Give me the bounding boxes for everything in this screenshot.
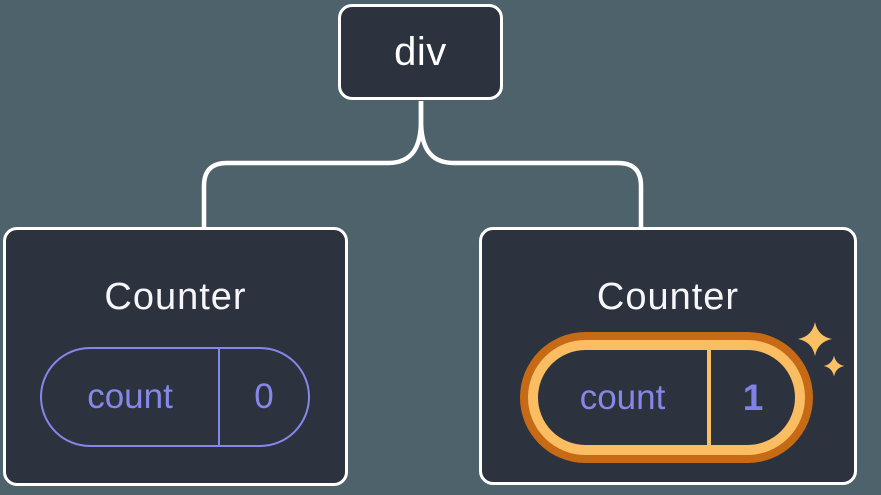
pill-divider	[707, 350, 711, 445]
state-value: 0	[254, 377, 274, 416]
state-key-label: count	[87, 377, 173, 416]
component-title: Counter	[596, 276, 740, 318]
state-key-label: count	[579, 377, 666, 417]
root-node-div: div	[338, 4, 503, 100]
sparkle-small	[823, 355, 845, 377]
connector-right-branch	[418, 101, 644, 229]
state-pill-count-0: count 0	[40, 347, 310, 447]
connector-left-branch	[201, 101, 424, 229]
state-value: 1	[742, 376, 764, 418]
counter-card-left: Counter count 0	[3, 227, 348, 486]
state-pill-count-1: count 1	[528, 340, 805, 455]
component-title: Counter	[104, 276, 247, 318]
state-pill-highlight-ring: count 1	[520, 332, 813, 463]
root-node-label: div	[394, 29, 447, 74]
sparkle-large	[798, 322, 832, 356]
pill-divider	[218, 349, 220, 445]
counter-card-right: Counter count 1	[479, 227, 857, 485]
sparkles-icon	[798, 322, 845, 377]
